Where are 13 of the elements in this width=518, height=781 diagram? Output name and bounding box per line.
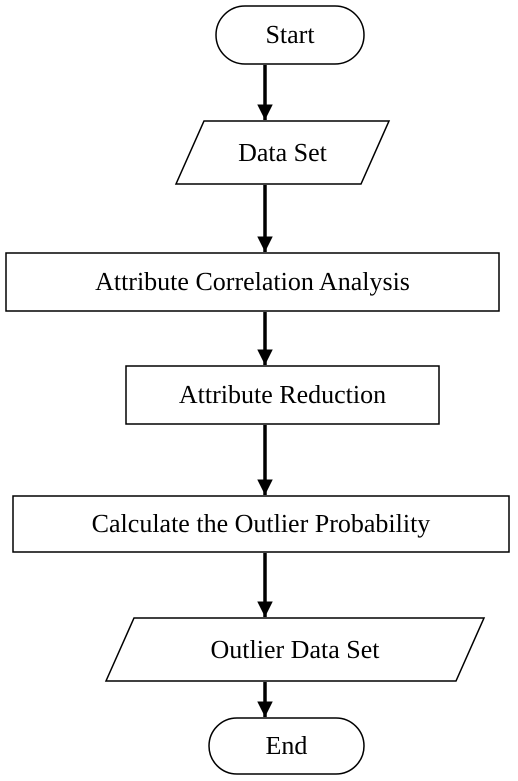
node-label: Attribute Reduction bbox=[178, 380, 386, 410]
node-label: Start bbox=[265, 20, 315, 50]
node-label: End bbox=[266, 731, 308, 761]
node-label: Calculate the Outlier Probability bbox=[92, 509, 430, 539]
arrow bbox=[257, 682, 273, 717]
node-label: Outlier Data Set bbox=[210, 634, 380, 664]
arrow bbox=[257, 185, 273, 252]
arrow bbox=[257, 312, 273, 365]
node-label: Attribute Correlation Analysis bbox=[95, 267, 410, 297]
arrow bbox=[257, 553, 273, 617]
arrow bbox=[257, 425, 273, 495]
arrow bbox=[257, 65, 273, 120]
node-label: Data Set bbox=[238, 138, 327, 168]
